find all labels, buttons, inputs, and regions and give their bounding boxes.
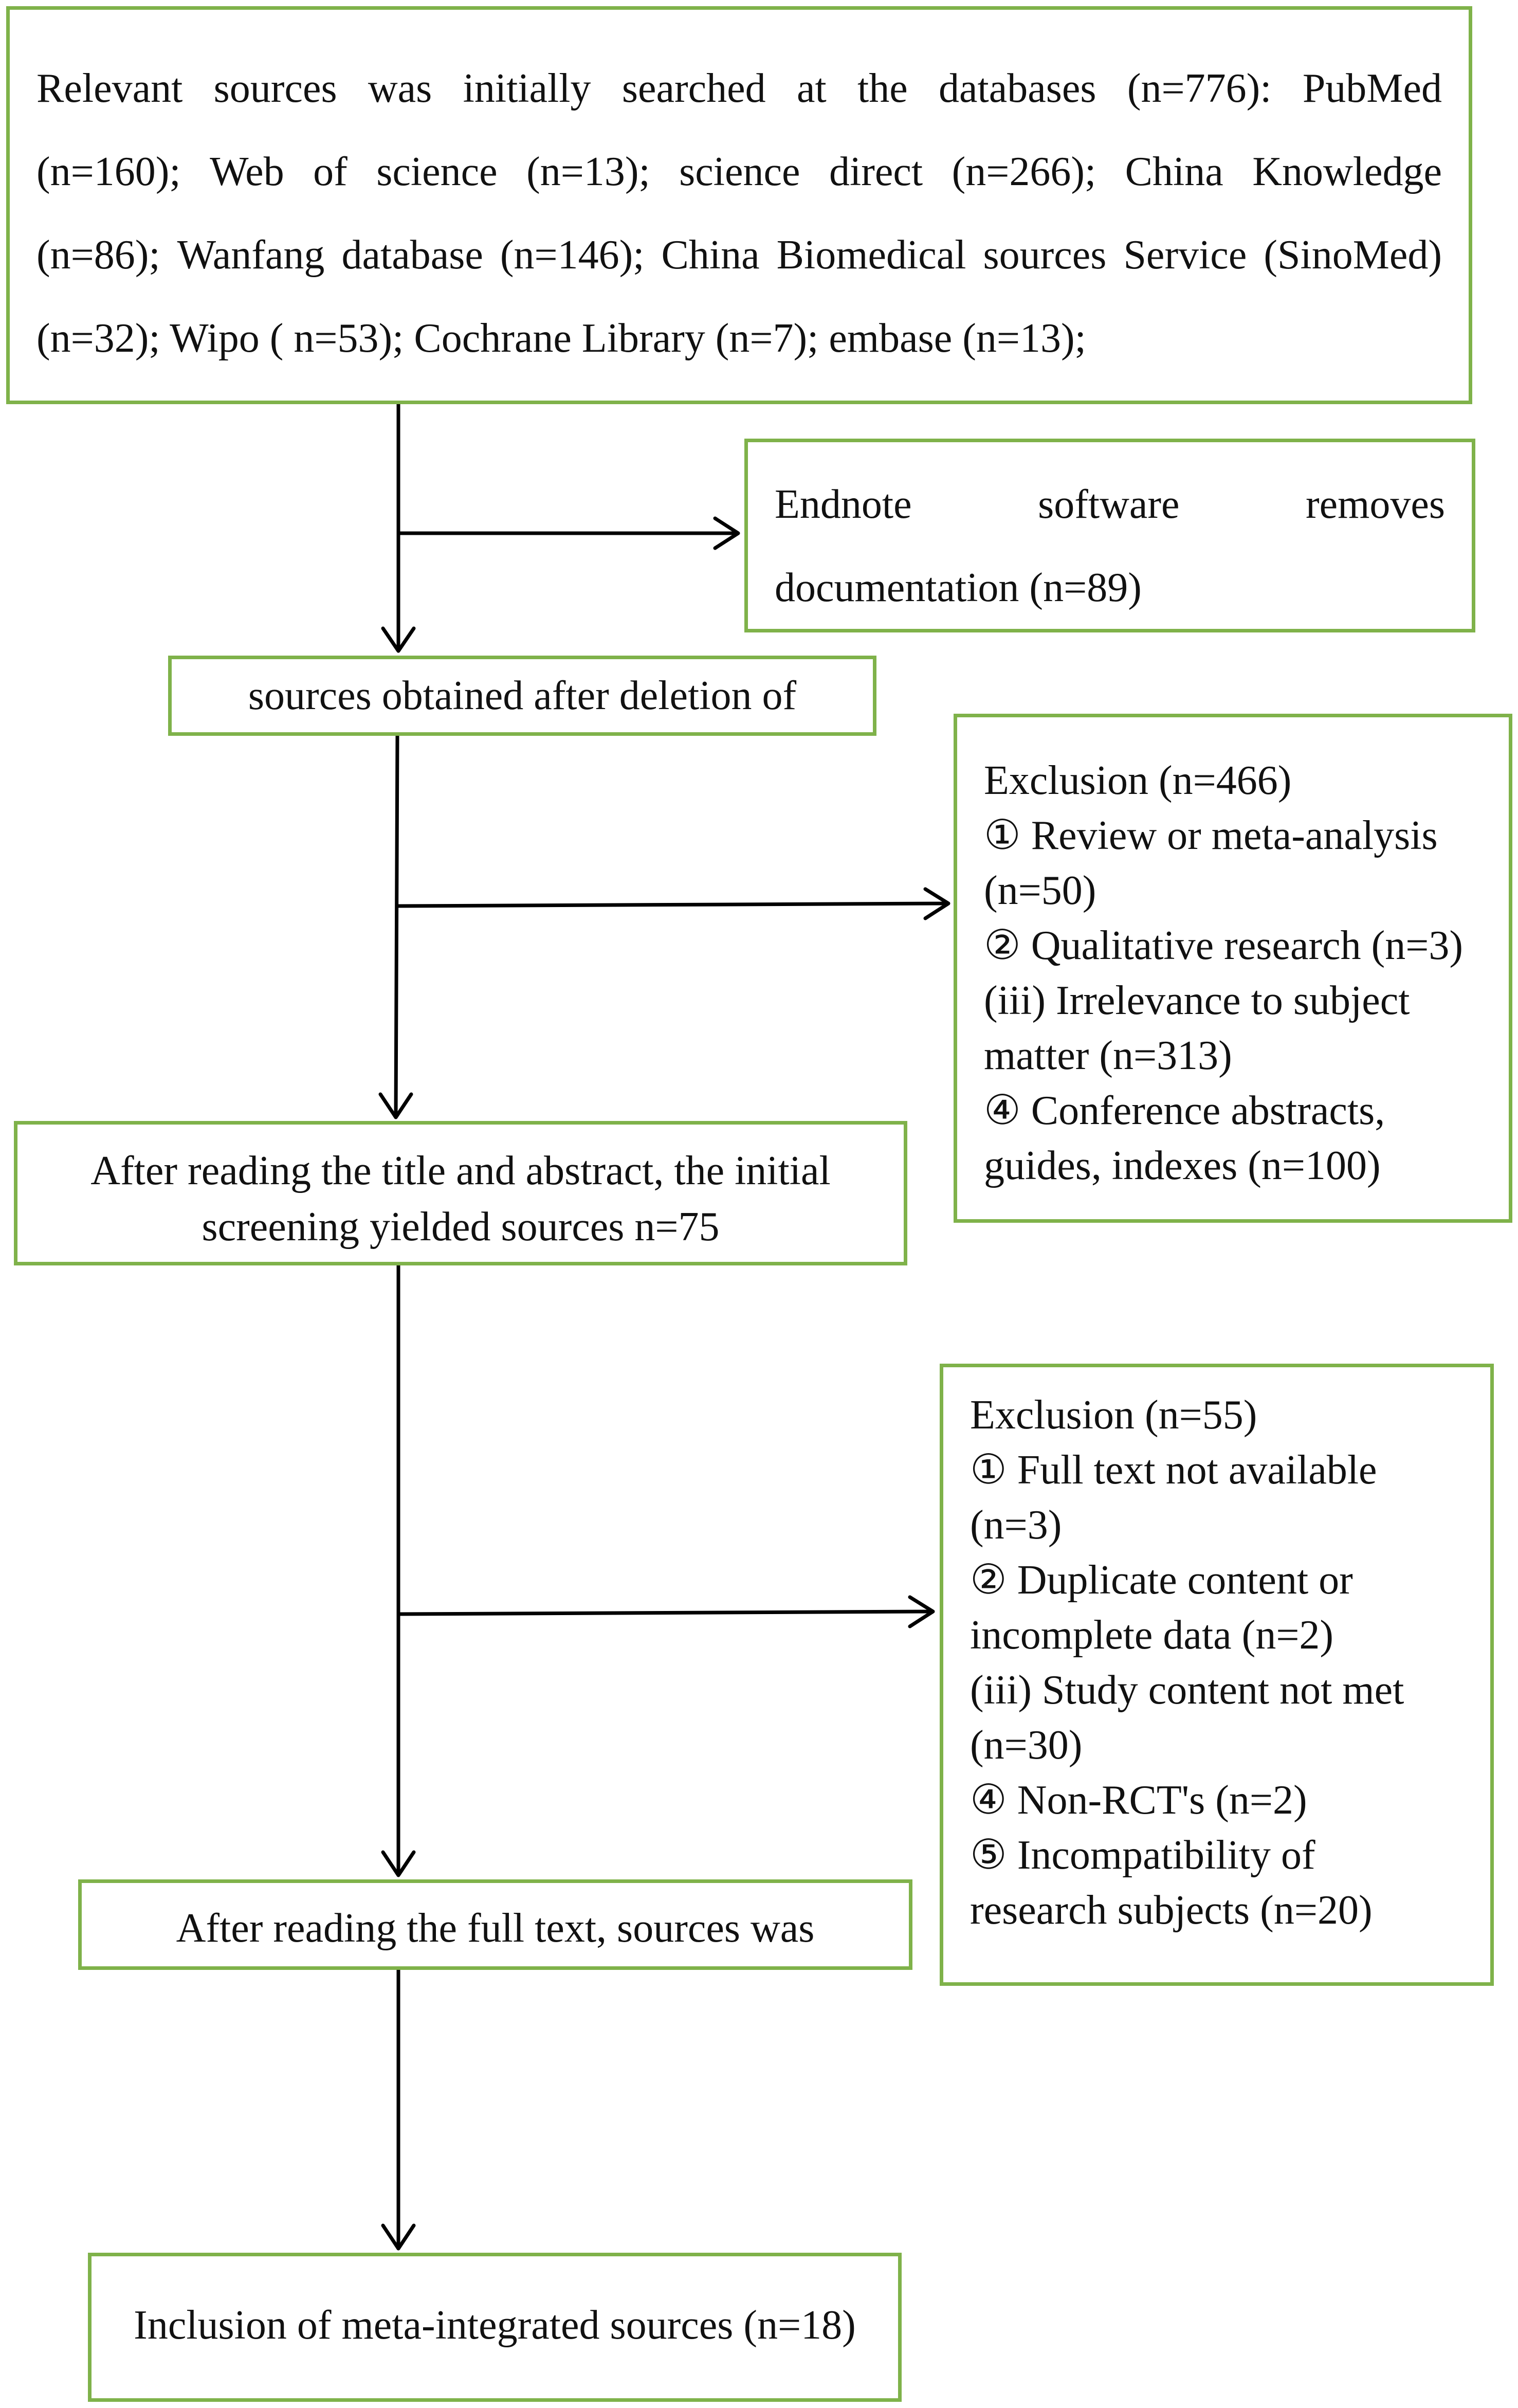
exclusion2-line: ⑤ Incompatibility of: [970, 1833, 1315, 1878]
inclusion-text: Inclusion of meta-integrated sources (n=…: [134, 2303, 856, 2348]
deletion-text: sources obtained after deletion of: [248, 673, 797, 718]
screening-line-1: After reading the title and abstract, th…: [90, 1148, 831, 1193]
exclusion1-line: (iii) Irrelevance to subject: [984, 978, 1410, 1023]
exclusion2-line: (n=30): [970, 1723, 1083, 1768]
exclusion2-line: Exclusion (n=55): [970, 1392, 1257, 1438]
exclusion1-line: ① Review or meta-analysis: [984, 813, 1438, 858]
exclusion1-line: matter (n=313): [984, 1033, 1232, 1078]
arrowhead-inclusion: [381, 2223, 416, 2251]
exclusion2-line: (n=3): [970, 1502, 1062, 1548]
fulltext-text: After reading the full text, sources was: [176, 1906, 815, 1951]
arrowhead-exclusion1: [923, 887, 950, 920]
arrowhead-deletion: [381, 626, 416, 653]
databases-line-4: (n=32); Wipo ( n=53); Cochrane Library (…: [36, 316, 1086, 361]
fulltext-box: After reading the full text, sources was: [78, 1879, 912, 1970]
inclusion-box: Inclusion of meta-integrated sources (n=…: [88, 2253, 902, 2402]
exclusion2-line: ④ Non-RCT's (n=2): [970, 1778, 1307, 1823]
arrowhead-endnote: [713, 516, 740, 550]
exclusion2-line: ② Duplicate content or: [970, 1558, 1353, 1603]
screening-line-2: screening yielded sources n=75: [202, 1204, 720, 1250]
exclusion1-line: ④ Conference abstracts,: [984, 1088, 1385, 1133]
exclusion-box-1: Exclusion (n=466) ① Review or meta-analy…: [954, 714, 1512, 1223]
exclusion2-line: (iii) Study content not met: [970, 1668, 1404, 1713]
exclusion1-line: Exclusion (n=466): [984, 758, 1292, 803]
arrowhead-screening: [378, 1092, 413, 1119]
arrow-to-exclusion2: [396, 1609, 934, 1616]
exclusion-box-2: Exclusion (n=55) ① Full text not availab…: [940, 1364, 1494, 1986]
arrow-deletion-to-screening: [394, 734, 399, 1119]
arrowhead-fulltext: [381, 1850, 416, 1877]
exclusion2-line: research subjects (n=20): [970, 1888, 1373, 1933]
exclusion2-line: incomplete data (n=2): [970, 1613, 1334, 1658]
endnote-line-2: documentation (n=89): [775, 565, 1142, 610]
deletion-box: sources obtained after deletion of: [168, 656, 876, 736]
arrowhead-exclusion2: [908, 1595, 935, 1628]
screening-box: After reading the title and abstract, th…: [14, 1121, 907, 1265]
arrow-to-exclusion1: [395, 901, 949, 908]
exclusion2-line: ① Full text not available: [970, 1447, 1377, 1493]
exclusion1-line: (n=50): [984, 868, 1096, 913]
exclusion1-line: guides, indexes (n=100): [984, 1143, 1381, 1188]
exclusion1-line: ② Qualitative research (n=3): [984, 923, 1463, 968]
